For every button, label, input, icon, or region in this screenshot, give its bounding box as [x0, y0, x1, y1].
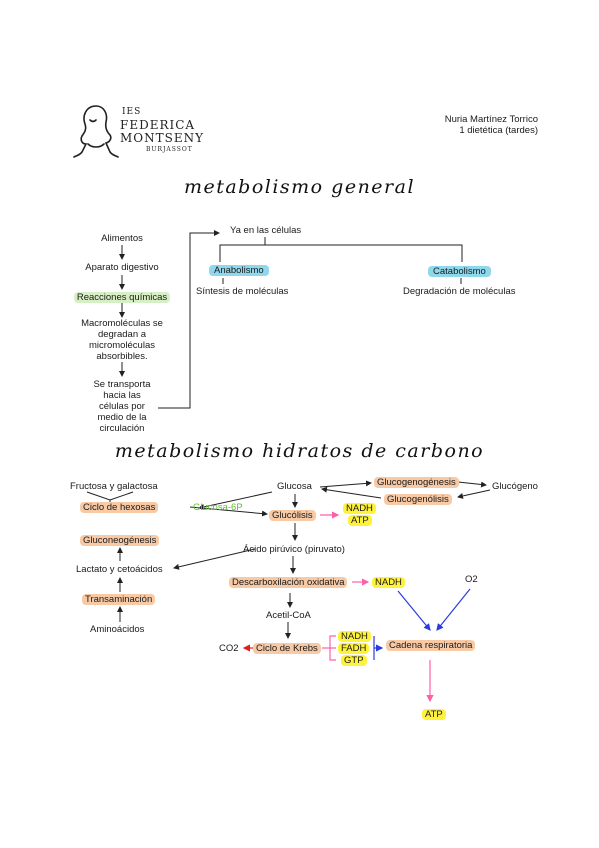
catabolismo-desc: Degradación de moléculas	[403, 286, 516, 297]
transporta-block: Se transporta hacia las células por medi…	[72, 379, 172, 434]
macro-line: Macromoléculas se	[81, 318, 163, 329]
lactato-label: Lactato y cetoácidos	[76, 564, 163, 575]
arrow-glucosa-glucogenogenesis	[319, 480, 372, 488]
arrow-glucogeno-glucogenolisis	[457, 489, 491, 499]
krebs-label: Ciclo de Krebs	[253, 643, 321, 654]
macro-line: degradan a	[97, 329, 147, 340]
course-label: 1 dietética (tardes)	[459, 125, 538, 136]
logo-line1: IES	[122, 107, 142, 117]
aparato-label: Aparato digestivo	[85, 262, 159, 273]
o2-label: O2	[465, 574, 478, 585]
section2-title: metabolismo hidratos de carbono	[114, 440, 485, 462]
arrow-to-celulas	[158, 230, 220, 409]
descarbox-nadh: NADH	[372, 577, 405, 588]
co2-label: CO2	[219, 643, 239, 654]
logo-line2: FEDERICA	[120, 118, 196, 132]
piruvico-label: Ácido pirúvico (piruvato)	[243, 544, 345, 555]
ciclo-hexosas-label: Ciclo de hexosas	[80, 502, 159, 513]
transporta-line: circulación	[99, 423, 145, 434]
descarbox-label: Descarboxilación oxidativa	[229, 577, 348, 588]
atp-label: ATP	[422, 709, 446, 720]
arrow-o2-cadena	[436, 588, 471, 631]
glucolisis-atp: ATP	[348, 515, 372, 526]
celulas-label: Ya en las células	[230, 225, 302, 236]
transporta-line: células por	[99, 401, 145, 412]
glucogeno-label: Glucógeno	[492, 481, 538, 492]
glucosa-label: Glucosa	[277, 481, 312, 492]
catabolismo-label: Catabolismo	[428, 266, 491, 277]
macro-line: micromoléculas	[89, 340, 155, 351]
author-name: Nuria Martínez Torrico	[444, 114, 538, 125]
glucolisis-nadh: NADH	[343, 503, 376, 514]
arrow-glucogenolisis-glucosa	[321, 486, 382, 499]
glucogenogenesis-label: Glucogenogénesis	[374, 477, 459, 488]
alimentos-label: Alimentos	[101, 233, 143, 244]
krebs-gtp: GTP	[341, 655, 367, 666]
glucogenolisis-label: Glucogenólisis	[384, 494, 452, 505]
logo-line3: MONTSENY	[120, 131, 205, 145]
macro-line: absorbibles.	[96, 351, 148, 362]
fructosa-label: Fructosa y galactosa	[70, 481, 158, 492]
logo-line4: BURJASSOT	[146, 146, 193, 153]
transporta-line: medio de la	[97, 412, 147, 423]
arrow-piruvico-lactato	[173, 548, 256, 570]
arrow-nadh-cadena	[397, 590, 431, 631]
krebs-fadh: FADH	[338, 643, 370, 654]
cadena-label: Cadena respiratoria	[386, 640, 476, 651]
krebs-nadh: NADH	[338, 631, 371, 642]
reacciones-label: Reacciones químicas	[72, 292, 172, 303]
anabolismo-desc: Síntesis de moléculas	[196, 286, 289, 297]
transporta-line: Se transporta	[93, 379, 151, 390]
aminoacidos-label: Aminoácidos	[90, 624, 145, 635]
fructosa-bracket	[86, 491, 134, 501]
macro-block: Macromoléculas se degradan a micromolécu…	[72, 318, 172, 362]
tree-branches	[219, 244, 463, 262]
gluconeogenesis-label: Gluconeogénesis	[80, 535, 160, 546]
section1-title: metabolismo general	[183, 176, 416, 198]
glucolisis-label: Glucólisis	[269, 510, 316, 521]
acetil-label: Acetil-CoA	[266, 610, 311, 621]
anabolismo-label: Anabolismo	[209, 265, 269, 276]
arrow-glucosa-hexosas	[198, 491, 273, 510]
transporta-line: hacia las	[103, 390, 141, 401]
glucosa6p-label: Glucosa-6P	[193, 502, 243, 513]
portrait-icon	[73, 105, 119, 158]
transaminacion-label: Transaminación	[82, 594, 156, 605]
arrow-to-glucogeno	[457, 481, 487, 488]
